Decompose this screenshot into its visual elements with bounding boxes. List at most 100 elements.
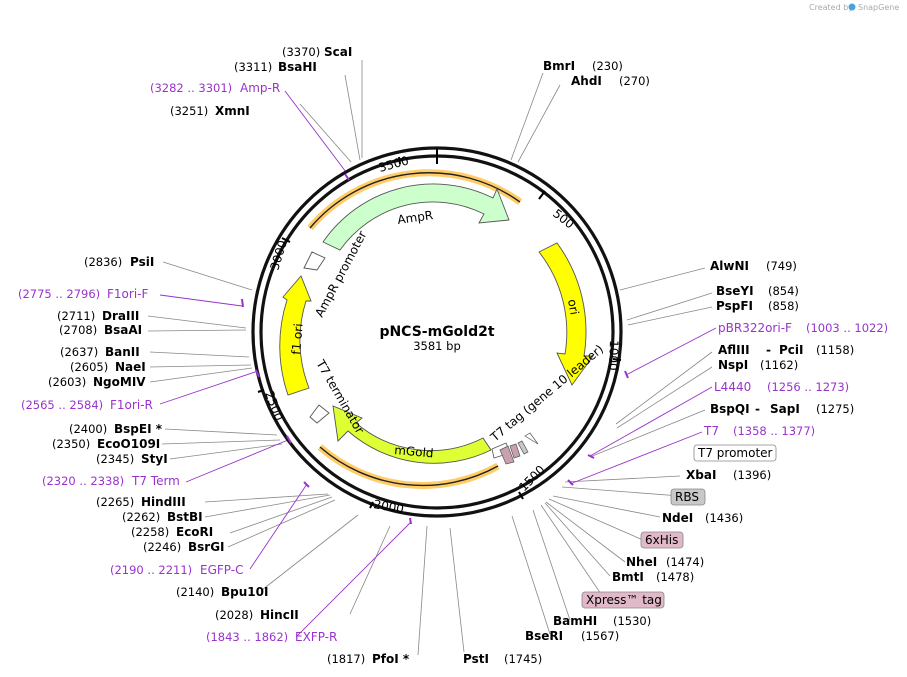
site-pos: (749) — [766, 259, 797, 273]
site-pos: (270) — [619, 74, 650, 88]
site-pos: (2140) — [176, 585, 214, 599]
site-pos: (1817) — [327, 652, 365, 666]
primer-label-t7[interactable]: T7 (1358 .. 1377) — [703, 424, 815, 438]
site-name: BsrGI — [188, 540, 225, 554]
site-label-bspei[interactable]: (2400) BspEI * — [69, 422, 163, 436]
site-pos: (2345) — [96, 452, 134, 466]
ori-feature-arrow[interactable] — [538, 242, 594, 386]
primer-name: T7 — [703, 424, 719, 438]
site-label-pspfi[interactable]: PspFI (858) — [716, 299, 799, 313]
snapgene-credit: Created by SnapGene — [809, 3, 899, 12]
tick-label-2000: 2000 — [372, 497, 405, 516]
site-label-scai[interactable]: (3370) ScaI — [282, 45, 352, 59]
site-label-xmni[interactable]: (3251) XmnI — [170, 104, 250, 118]
site-name: XmnI — [215, 104, 250, 118]
site-pos: (2400) — [69, 422, 107, 436]
site-label-ahdi[interactable]: AhdI (270) — [571, 74, 650, 88]
site-label-bpu10i[interactable]: (2140) Bpu10I — [176, 585, 268, 599]
site-pos: (2605) — [70, 360, 108, 374]
primer-pos: (2775 .. 2796) — [18, 287, 100, 301]
plasmid-title: pNCS-mGold2t — [379, 324, 494, 340]
site-label-banii[interactable]: (2637) BanII — [60, 345, 140, 359]
site-label-alwni[interactable]: AlwNI (749) — [710, 259, 797, 273]
site-name: AlwNI — [710, 259, 749, 273]
site-label-bstbi[interactable]: (2262) BstBI — [122, 510, 203, 524]
site-label-psii[interactable]: (2836) PsiI — [84, 255, 154, 269]
primer-label-egfp-c[interactable]: (2190 .. 2211) EGFP-C — [110, 563, 243, 577]
box — [581, 591, 665, 609]
site-label-bamhi[interactable]: BamHI (1530) — [553, 614, 651, 628]
box — [670, 488, 706, 506]
site-name: HindIII — [141, 495, 186, 509]
f1ori-feature-arrow[interactable] — [279, 275, 312, 396]
site-label-xbai[interactable]: XbaI (1396) — [686, 468, 771, 482]
t7tag-feature-cluster[interactable] — [491, 432, 539, 465]
primer-pos: (3282 .. 3301) — [150, 81, 232, 95]
site-name: StyI — [141, 452, 168, 466]
site-label-naei[interactable]: (2605) NaeI — [70, 360, 146, 374]
site-name: NgoMIV — [93, 375, 146, 389]
site-label-nhei[interactable]: NheI (1474) — [626, 555, 704, 569]
site-label-hindiii[interactable]: (2265) HindIII — [96, 495, 186, 509]
mgold-feature-arrow[interactable] — [332, 405, 492, 464]
feature-box-t7-promoter[interactable]: T7 promoter — [693, 444, 777, 462]
site-label-bmri[interactable]: BmrI (230) — [543, 59, 623, 73]
site-label-bsaai[interactable]: (2708) BsaAI — [59, 323, 142, 337]
site-name-2: SapI — [770, 402, 800, 416]
site-name-2: PciI — [779, 343, 804, 357]
primer-label-f1ori-r[interactable]: (2565 .. 2584) F1ori-R — [21, 398, 153, 412]
site-label-hincii[interactable]: (2028) HincII — [215, 608, 299, 622]
primer-name: F1ori-F — [107, 287, 148, 301]
primer-label-exfp-r[interactable]: (1843 .. 1862) EXFP-R — [206, 630, 337, 644]
tick-label-1000: 1000 — [606, 340, 621, 371]
site-label-ecori[interactable]: (2258) EcoRI — [131, 525, 213, 539]
site-label-ndei[interactable]: NdeI (1436) — [662, 511, 743, 525]
site-label-bspqi-sapi[interactable]: BspQI - SapI (1275) — [710, 402, 854, 416]
plasmid-size: 3581 bp — [413, 339, 461, 353]
primer-label-l4440[interactable]: L4440 (1256 .. 1273) — [714, 380, 849, 394]
site-name: NaeI — [115, 360, 146, 374]
primer-label-f1ori-f[interactable]: (2775 .. 2796) F1ori-F — [18, 287, 148, 301]
site-name: Bpu10I — [221, 585, 268, 599]
primer-label-t7-term[interactable]: (2320 .. 2338) T7 Term — [42, 474, 180, 488]
site-name: PspFI — [716, 299, 753, 313]
feature-box-xpress-tag[interactable]: Xpress™ tag — [581, 591, 665, 609]
ampr-promoter-arrow[interactable] — [303, 251, 326, 271]
site-label-styi[interactable]: (2345) StyI — [96, 452, 168, 466]
site-name: BmtI — [612, 570, 644, 584]
t7-terminator-arrow[interactable] — [309, 404, 330, 424]
site-label-bmti[interactable]: BmtI (1478) — [612, 570, 694, 584]
site-name: EcoO109I — [97, 437, 160, 451]
site-label-bseri[interactable]: BseRI (1567) — [525, 629, 619, 643]
site-name: PstI — [463, 652, 489, 666]
site-label-bseyi[interactable]: BseYI (854) — [716, 284, 799, 298]
site-pos: (230) — [592, 59, 623, 73]
primer-pos: (2190 .. 2211) — [110, 563, 192, 577]
site-pos: (3370) — [282, 45, 320, 59]
rbs-segment — [517, 440, 529, 455]
site-label-ecoo109i[interactable]: (2350) EcoO109I — [52, 437, 160, 451]
site-label-nspi[interactable]: NspI (1162) — [718, 358, 798, 372]
feature-box-6xhis[interactable]: 6xHis — [640, 531, 684, 549]
feature-box-rbs[interactable]: RBS — [670, 488, 706, 506]
site-label-pfoi[interactable]: (1817) PfoI * — [327, 652, 410, 666]
site-label-bsahi[interactable]: (3311) BsaHI — [234, 60, 317, 74]
site-name: BseYI — [716, 284, 754, 298]
site-name: NdeI — [662, 511, 693, 525]
site-label-ngomiv[interactable]: (2603) NgoMIV — [48, 375, 146, 389]
site-pos: (2711) — [57, 309, 95, 323]
ori-label: ori — [565, 298, 581, 316]
site-sep: - — [755, 402, 760, 416]
primer-label-amp-r[interactable]: (3282 .. 3301) Amp-R — [150, 81, 280, 95]
ampr-feature-arrow[interactable] — [322, 183, 510, 251]
primer-pos: (2320 .. 2338) — [42, 474, 124, 488]
site-label-draiii[interactable]: (2711) DraIII — [57, 309, 139, 323]
site-label-afliii-pcii[interactable]: AflIII - PciI (1158) — [718, 343, 854, 357]
site-label-bsrgi[interactable]: (2246) BsrGI — [143, 540, 225, 554]
primer-label-pbr322ori-f[interactable]: pBR322ori-F (1003 .. 1022) — [718, 321, 888, 335]
site-label-psti[interactable]: PstI (1745) — [463, 652, 542, 666]
tick-marks — [257, 148, 622, 509]
box-label: RBS — [675, 490, 699, 504]
primer-pos: (2565 .. 2584) — [21, 398, 103, 412]
site-pos: (1436) — [705, 511, 743, 525]
